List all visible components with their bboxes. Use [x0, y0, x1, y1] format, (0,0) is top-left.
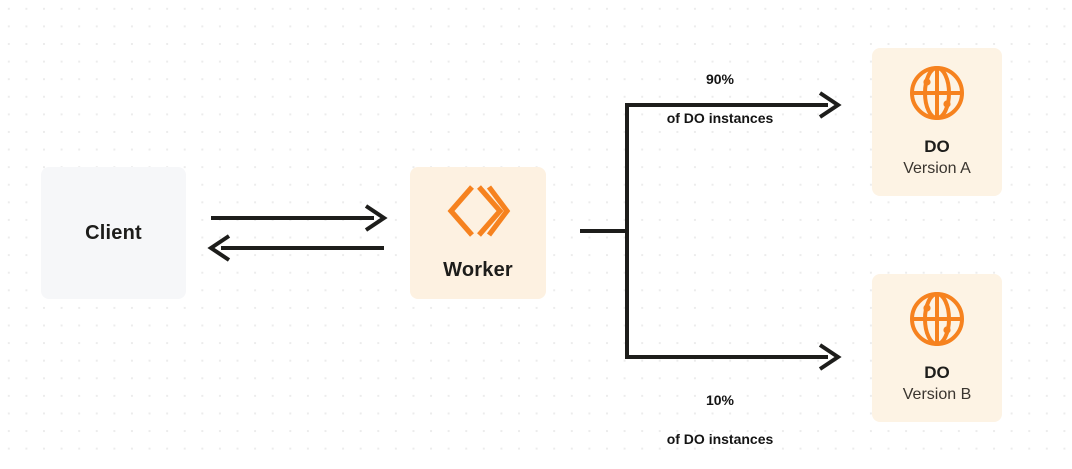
edge-label-top-percent: 90% [705, 70, 735, 87]
node-worker-label: Worker [443, 258, 513, 281]
node-do-b-label: DO [924, 363, 950, 383]
edge-label-bottom-percent: 10% [705, 391, 735, 408]
edge-label-bottom: 10% of DO instances [620, 371, 820, 469]
node-do-version-b[interactable]: DO Version B [872, 274, 1002, 422]
edge-worker-branch-junction [580, 103, 629, 359]
node-do-b-sublabel: Version B [902, 385, 972, 403]
edge-worker-to-client [207, 234, 384, 262]
node-do-a-sublabel: Version A [903, 159, 971, 177]
edge-worker-to-do-b [625, 343, 842, 371]
node-client[interactable]: Client [41, 167, 186, 299]
edge-client-to-worker [211, 204, 388, 232]
edge-worker-to-do-a [625, 91, 842, 119]
edge-label-top: 90% of DO instances [620, 50, 820, 148]
edge-label-top-description: of DO instances [666, 109, 774, 126]
node-do-a-label: DO [924, 137, 950, 157]
node-do-version-a[interactable]: DO Version A [872, 48, 1002, 196]
diagram-canvas: Client Worker [0, 0, 1072, 452]
diagram-edges [207, 91, 842, 371]
node-client-label: Client [85, 222, 142, 244]
globe-icon [908, 290, 966, 353]
edge-label-bottom-description: of DO instances [666, 430, 774, 447]
globe-icon [908, 64, 966, 127]
cloudflare-workers-icon [445, 183, 511, 244]
node-worker[interactable]: Worker [410, 167, 546, 299]
